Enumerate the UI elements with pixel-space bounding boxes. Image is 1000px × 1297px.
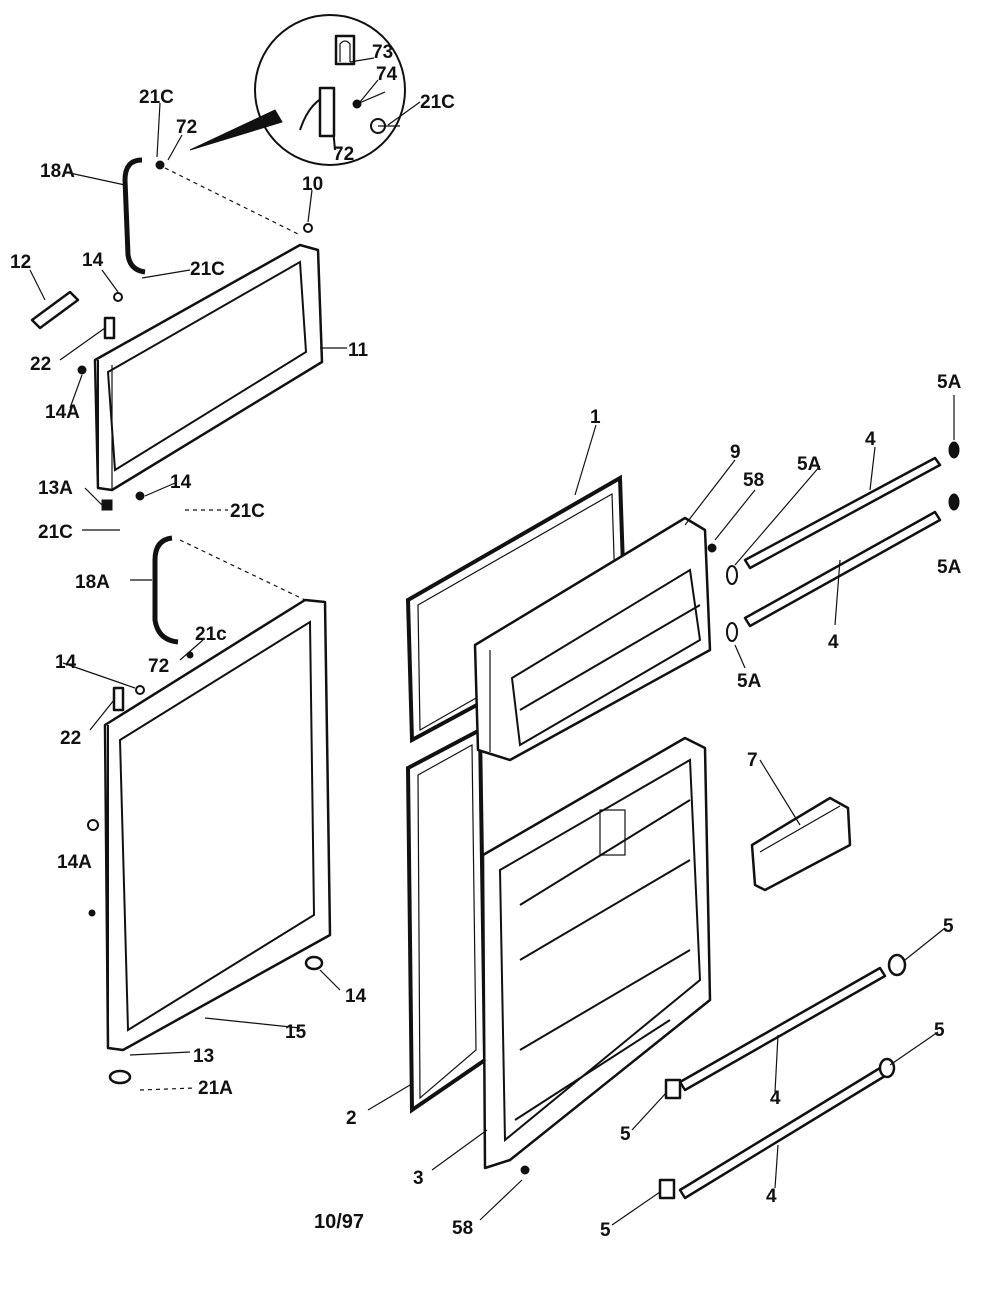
label-5a: 5A (797, 454, 822, 475)
label-1: 1 (590, 407, 601, 428)
label-10: 10 (302, 174, 323, 195)
label-21c: 21C (139, 87, 174, 108)
freezer-door-liner (473, 516, 712, 762)
label-14: 14 (345, 986, 367, 1007)
fresh-food-gasket (405, 726, 488, 1114)
freezer-handle (122, 157, 301, 275)
label-21a: 21A (198, 1078, 233, 1099)
label-21c: 21c (195, 624, 227, 645)
label-14: 14 (170, 472, 192, 493)
label-14: 14 (82, 250, 104, 271)
label-5a: 5A (737, 671, 762, 692)
label-5: 5 (934, 1020, 945, 1041)
handle-trim-part (30, 290, 80, 330)
label-22: 22 (60, 728, 81, 749)
label-4: 4 (865, 429, 876, 450)
label-4: 4 (770, 1088, 781, 1109)
fresh-food-handle (152, 535, 306, 659)
label-72: 72 (148, 656, 169, 677)
label-2: 2 (346, 1108, 357, 1129)
leader-lines (29, 57, 955, 1226)
fresh-food-door-panel (103, 598, 332, 1052)
label-4: 4 (828, 632, 839, 653)
label-14: 14 (55, 652, 77, 673)
detail-magnifier (189, 14, 406, 166)
label-73: 73 (372, 42, 393, 63)
freezer-shelf-bar-lower (743, 510, 942, 628)
label-4: 4 (766, 1186, 777, 1207)
label-21c: 21C (230, 501, 265, 522)
bin-cover-part (750, 796, 852, 892)
label-58: 58 (452, 1218, 473, 1239)
freezer-shelf-bar-upper (743, 456, 942, 570)
label-74: 74 (376, 64, 398, 85)
label-9: 9 (730, 442, 741, 463)
fresh-food-door-liner (481, 736, 712, 1170)
label-21c: 21C (190, 259, 225, 280)
label-12: 12 (10, 252, 31, 273)
freezer-door-panel (93, 243, 324, 492)
label-13: 13 (193, 1046, 214, 1067)
label-13a: 13A (38, 478, 73, 499)
label-5: 5 (943, 916, 954, 937)
label-14a: 14A (45, 402, 80, 423)
label-5: 5 (620, 1124, 631, 1145)
date-code: 10/97 (314, 1211, 364, 1233)
label-5a: 5A (937, 372, 962, 393)
fresh-food-shelf-bar-2 (678, 1066, 887, 1200)
label-18a: 18A (40, 161, 75, 182)
label-11: 11 (348, 340, 369, 361)
label-21c: 21C (420, 92, 455, 113)
label-18a: 18A (75, 572, 110, 593)
label-72: 72 (333, 144, 354, 165)
label-22: 22 (30, 354, 51, 375)
label-5: 5 (600, 1220, 611, 1241)
label-72: 72 (176, 117, 197, 138)
label-21c: 21C (38, 522, 73, 543)
label-58: 58 (743, 470, 764, 491)
fresh-food-shelf-bar-1 (678, 966, 887, 1092)
label-3: 3 (413, 1168, 424, 1189)
label-7: 7 (747, 750, 758, 771)
label-5a: 5A (937, 557, 962, 578)
label-14a: 14A (57, 852, 92, 873)
label-15: 15 (285, 1022, 307, 1043)
